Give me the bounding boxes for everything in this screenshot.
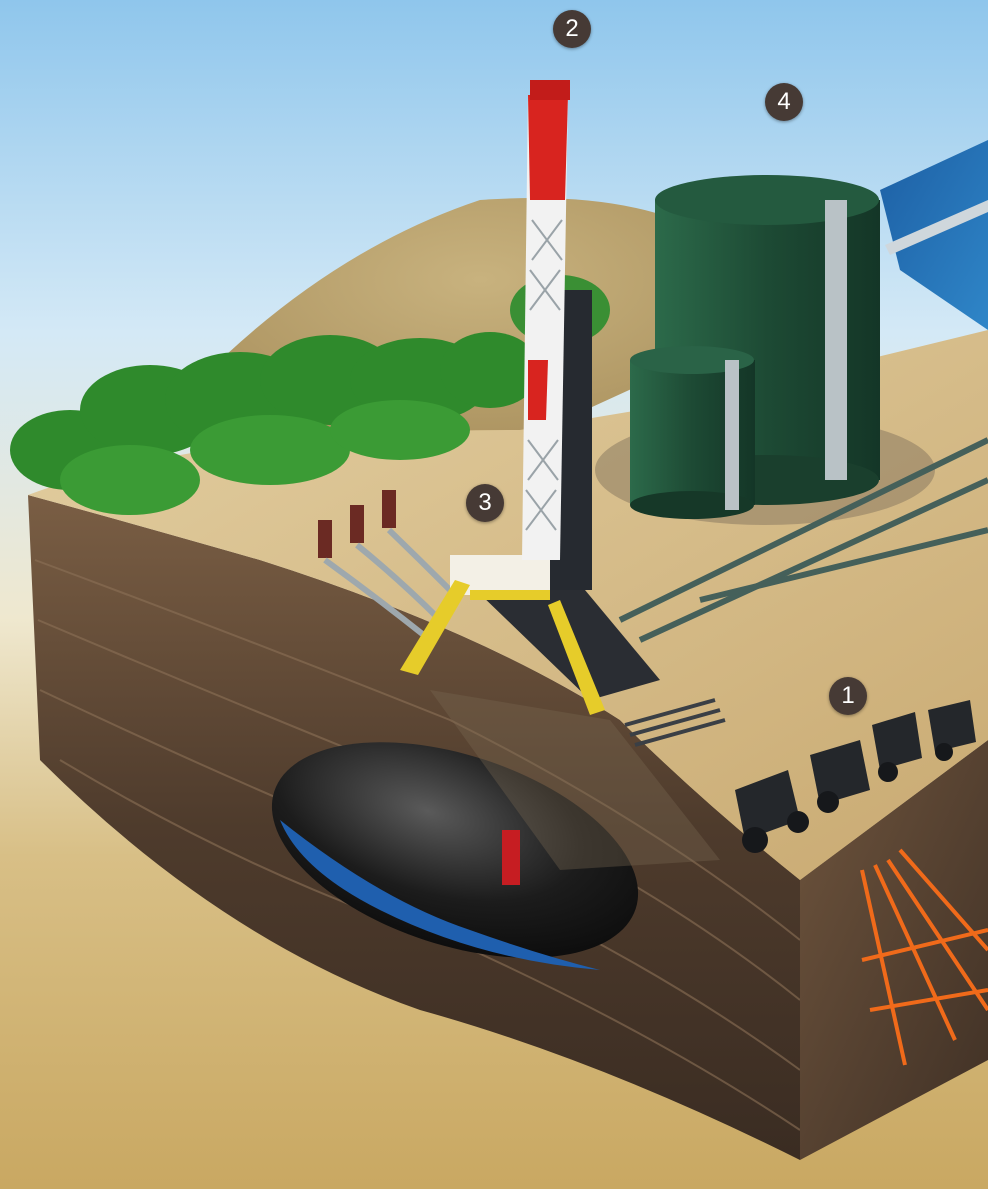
seismic-lines bbox=[860, 848, 988, 1066]
pipe-rack bbox=[624, 698, 726, 747]
rig-shadow bbox=[430, 690, 720, 870]
marker-1: 1 bbox=[829, 677, 867, 715]
wellheads bbox=[318, 490, 453, 643]
pier bbox=[885, 200, 988, 255]
oil-reservoir bbox=[271, 742, 639, 958]
marker-3: 3 bbox=[466, 484, 504, 522]
pipelines bbox=[618, 437, 988, 643]
rig-base bbox=[400, 555, 660, 715]
marker-4: 4 bbox=[765, 83, 803, 121]
vibrator-trucks bbox=[735, 700, 976, 853]
derrick bbox=[522, 80, 570, 560]
well-bore bbox=[502, 830, 520, 885]
marker-2: 2 bbox=[553, 10, 591, 48]
palm-forest bbox=[10, 275, 610, 515]
storage-tanks bbox=[595, 175, 935, 525]
